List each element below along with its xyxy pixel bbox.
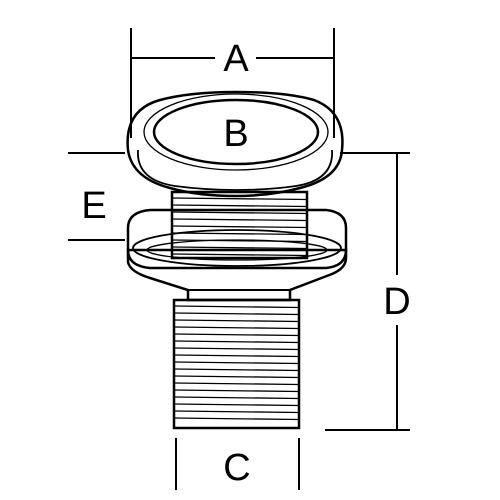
lower-thread-line-5 <box>173 340 300 344</box>
lower-body-outline <box>172 298 301 430</box>
lower-thread-line-9 <box>173 368 300 372</box>
upper-thread-line-2 <box>171 211 308 215</box>
lower-thread-lines <box>173 305 300 421</box>
lower-thread-line-12 <box>173 389 300 393</box>
dimension-e: E <box>68 152 125 241</box>
upper-thread-line-0 <box>171 197 308 201</box>
lower-thread-line-1 <box>173 312 300 316</box>
upper-thread-line-5 <box>171 232 308 236</box>
lower-thread-line-8 <box>173 361 300 365</box>
upper-thread-line-3 <box>171 218 308 222</box>
upper-thread-line-7 <box>171 246 308 250</box>
dimension-c: C <box>175 438 300 490</box>
lower-thread-line-15 <box>173 410 300 414</box>
lower-thread-line-10 <box>173 375 300 379</box>
flange-head-lower-rim <box>137 149 333 191</box>
dimension-a-label: A <box>223 38 249 80</box>
dimension-e-label: E <box>81 185 106 227</box>
lower-thread-line-11 <box>173 382 300 386</box>
flange-head-outline <box>126 90 344 198</box>
lower-threaded-body <box>172 298 301 430</box>
flange-bore-chamfer <box>143 93 329 171</box>
flange-bore-opening <box>152 98 320 166</box>
upper-thread-lines <box>171 197 308 257</box>
washer <box>126 208 348 270</box>
lower-thread-line-7 <box>173 354 300 358</box>
dimension-a: A <box>130 28 335 138</box>
bore-diameter-label: B <box>223 113 248 155</box>
upper-thread-line-4 <box>171 225 308 229</box>
dimension-d-label: D <box>383 281 410 323</box>
hex-nut <box>126 248 348 302</box>
upper-thread-line-1 <box>171 204 308 208</box>
dimension-d: D <box>325 152 411 431</box>
washer-inner-ring <box>146 239 328 261</box>
upper-thread-line-6 <box>171 239 308 243</box>
lower-thread-line-2 <box>173 319 300 323</box>
lower-thread-line-4 <box>173 333 300 337</box>
upper-thread-line-8 <box>171 253 308 257</box>
flange-head: B <box>126 90 344 198</box>
lower-thread-line-3 <box>173 326 300 330</box>
lower-thread-line-0 <box>173 305 300 309</box>
lower-thread-line-14 <box>173 403 300 407</box>
washer-outline <box>126 208 348 270</box>
lower-thread-line-16 <box>173 417 300 421</box>
dimension-c-label: C <box>223 447 250 489</box>
upper-threaded-body <box>170 190 309 260</box>
upper-body-outline <box>170 190 309 260</box>
washer-inner-rim <box>132 229 342 267</box>
lower-thread-line-6 <box>173 347 300 351</box>
lower-thread-line-13 <box>173 396 300 400</box>
